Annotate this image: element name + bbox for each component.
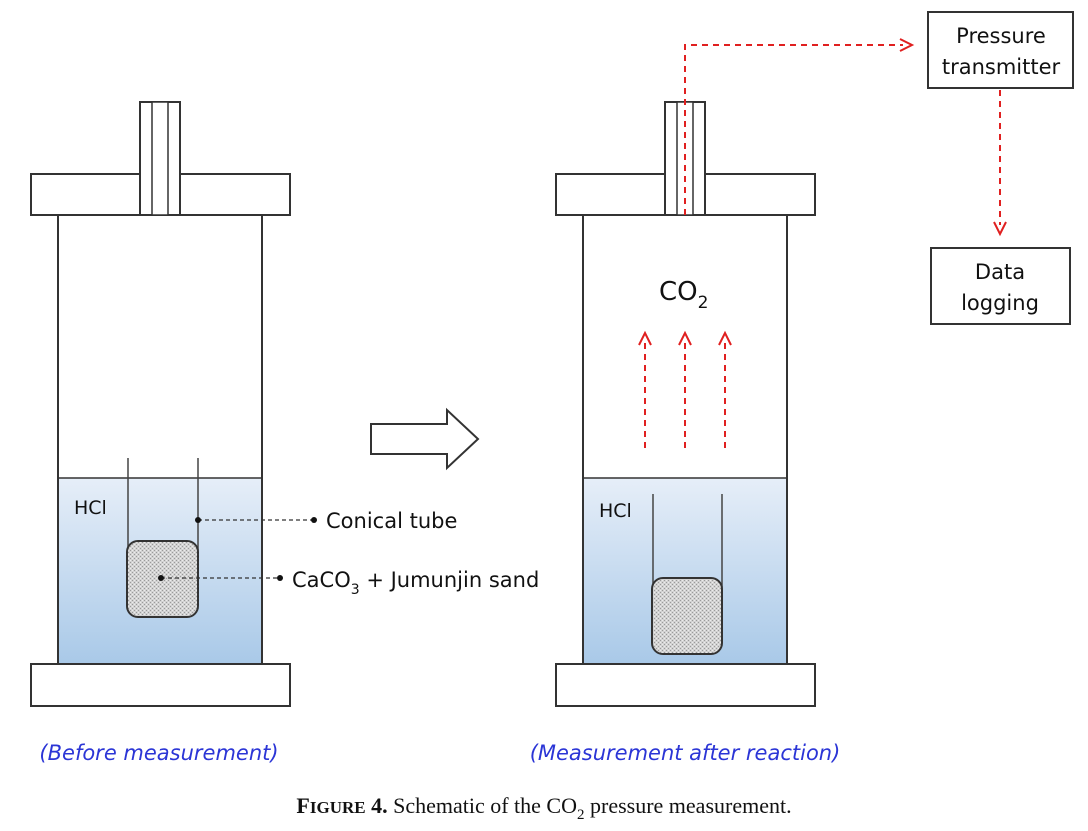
transition-arrow: [370, 407, 480, 471]
signal-line-to-transmitter: [684, 44, 903, 215]
data-logging-frame: [930, 247, 1071, 325]
caption-before: (Before measurement): [39, 741, 278, 765]
sample-leader-dot-b: [277, 575, 283, 581]
signal-line-arrow-head: [899, 38, 915, 52]
pressure-transmitter-frame: [927, 11, 1074, 89]
port-inner-before: [151, 101, 169, 216]
figure-caption-prefix-big: F: [296, 793, 309, 818]
conical-tube-label: Conical tube: [326, 509, 457, 533]
data-logging-box: Data logging: [930, 247, 1071, 325]
sample-label: CaCO3 + Jumunjin sand: [292, 568, 539, 598]
figure-caption-text-after: pressure measurement.: [585, 793, 792, 818]
gas-arrow-center-head: [678, 330, 692, 346]
co2-label-sub: 2: [698, 293, 709, 313]
conical-tube-leader-dot-b: [311, 517, 317, 523]
pressure-transmitter-line1: Pressure: [956, 24, 1046, 48]
caption-after: (Measurement after reaction): [530, 741, 841, 765]
sample-leader-dot-a: [158, 575, 164, 581]
sample-label-prefix: CaCO: [292, 568, 351, 592]
transmitter-to-logging-arrow-head: [993, 221, 1007, 237]
pressure-transmitter-line2: transmitter: [942, 55, 1061, 79]
vessel-before: HCl Conical tube CaCO3 + Jumunjin sand: [30, 101, 539, 707]
vessel-after: HCl CO2: [555, 38, 915, 707]
figure-caption-prefix-small: IGURE: [310, 798, 366, 817]
gas-arrow-right-head: [718, 330, 732, 346]
sample-block-after: [651, 577, 723, 655]
figure-caption: FIGURE 4. Schematic of the CO2 pressure …: [296, 793, 791, 823]
data-logging-line2: logging: [961, 291, 1039, 315]
figure-caption-sub: 2: [577, 807, 585, 823]
co2-label-main: CO: [659, 277, 698, 307]
co2-label: CO2: [659, 277, 708, 313]
hcl-label-before: HCl: [74, 497, 107, 519]
sample-label-sub: 3: [351, 582, 360, 598]
gas-arrow-left-head: [638, 330, 652, 346]
sample-label-suffix: + Jumunjin sand: [360, 568, 540, 592]
pressure-transmitter-box: Pressure transmitter: [927, 11, 1074, 89]
hcl-label-after: HCl: [599, 500, 632, 522]
bottom-base-after: [555, 663, 816, 707]
figure-caption-text: Schematic of the CO: [388, 793, 577, 818]
data-logging-line1: Data: [975, 260, 1025, 284]
figure-caption-number: 4.: [366, 793, 388, 818]
bottom-base-before: [30, 663, 291, 707]
conical-tube-leader-dot-a: [195, 517, 201, 523]
